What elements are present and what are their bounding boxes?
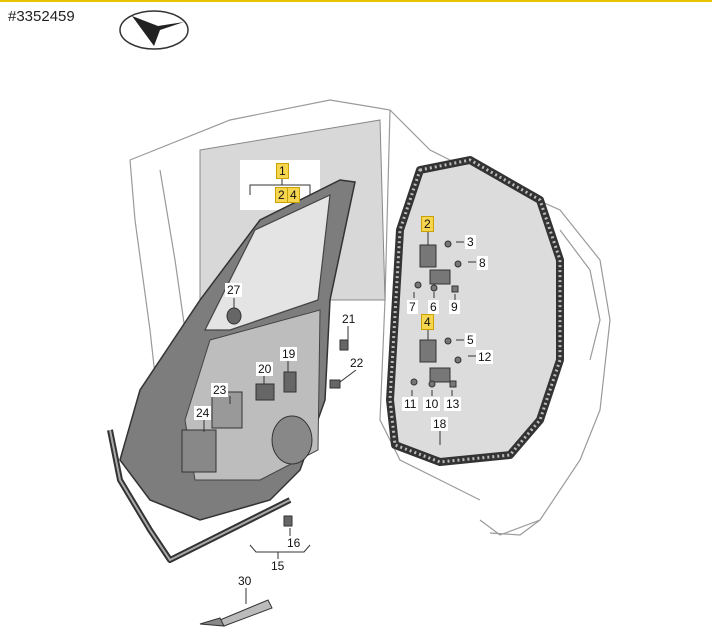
callout-6: 6	[428, 300, 439, 314]
callout-3: 3	[465, 235, 476, 249]
callout-24: 24	[194, 406, 212, 420]
callout-15: 15	[269, 559, 287, 573]
callout-8: 8	[477, 256, 488, 270]
callout-4-hinge: 4	[421, 314, 434, 330]
callout-22: 22	[348, 356, 366, 370]
diagram-id: #3352459	[8, 8, 75, 25]
callout-5: 5	[465, 333, 476, 347]
callout-12: 12	[476, 350, 494, 364]
direction-arrow-icon	[119, 10, 189, 50]
callout-7: 7	[407, 300, 418, 314]
callout-1: 1	[276, 163, 289, 179]
callout-2-hinge: 2	[421, 216, 434, 232]
callout-20: 20	[256, 362, 274, 376]
callout-2-top: 2	[275, 187, 288, 203]
callout-30: 30	[236, 574, 254, 588]
callout-19: 19	[280, 347, 298, 361]
callout-10: 10	[423, 397, 441, 411]
upper-hinge	[414, 240, 462, 293]
header-accent-line	[0, 0, 712, 2]
callout-27: 27	[225, 283, 243, 297]
callout-11: 11	[402, 397, 419, 411]
callout-9: 9	[449, 300, 460, 314]
speaker	[271, 415, 313, 465]
car-body-outline	[129, 99, 611, 536]
callout-13: 13	[444, 397, 462, 411]
sealant-tube	[199, 599, 273, 627]
callout-23: 23	[211, 383, 229, 397]
leader-lines	[203, 178, 476, 604]
callout-18: 18	[431, 417, 449, 431]
callout-21: 21	[340, 312, 358, 326]
lower-hinge	[410, 337, 462, 388]
callout-16: 16	[285, 536, 303, 550]
callout-4-top: 4	[287, 187, 300, 203]
